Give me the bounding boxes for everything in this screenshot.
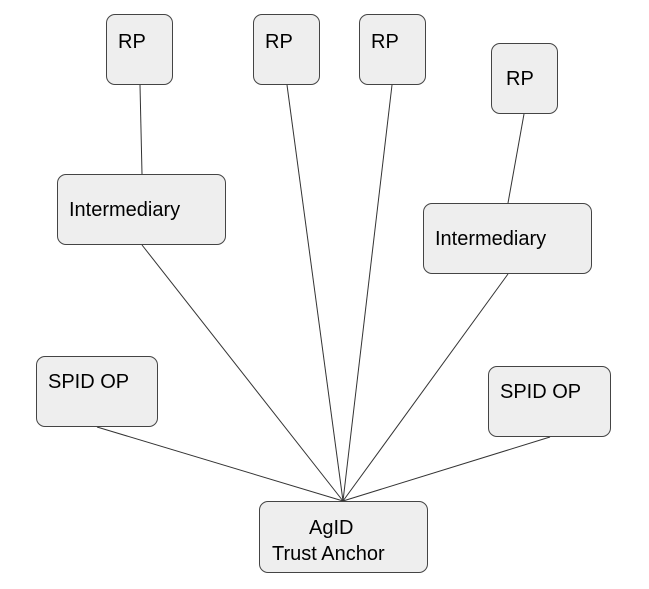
rp-node-3: RP <box>359 14 426 85</box>
trust-anchor-label-line2: Trust Anchor <box>272 543 385 565</box>
rp-node-4-label: RP <box>506 68 534 90</box>
edge-rp4-to-intermediary2 <box>507 113 525 204</box>
intermediary-node-2-label: Intermediary <box>435 228 547 250</box>
intermediary-node-1-label: Intermediary <box>69 199 181 221</box>
rp-node-2: RP <box>253 14 320 85</box>
spid-op-node-2: SPID OP <box>488 366 611 437</box>
edge-spid-op2-to-trust-anchor <box>342 436 551 502</box>
edge-rp3-to-trust-anchor <box>342 84 393 502</box>
edge-spid-op1-to-trust-anchor <box>96 426 344 502</box>
trust-anchor-node: AgID Trust Anchor <box>259 501 428 573</box>
rp-node-1: RP <box>106 14 173 85</box>
edge-rp2-to-trust-anchor <box>286 84 344 502</box>
edge-intermediary1-to-trust-anchor <box>141 244 344 502</box>
edge-intermediary2-to-trust-anchor <box>342 273 509 502</box>
spid-op-node-1: SPID OP <box>36 356 158 427</box>
intermediary-node-2: Intermediary <box>423 203 592 274</box>
trust-anchor-label-line1: AgID <box>309 517 354 539</box>
spid-op-node-1-label: SPID OP <box>48 371 130 393</box>
rp-node-4: RP <box>491 43 558 114</box>
intermediary-node-1: Intermediary <box>57 174 226 245</box>
rp-node-3-label: RP <box>371 31 399 53</box>
edge-rp1-to-intermediary1 <box>139 84 143 175</box>
rp-node-2-label: RP <box>265 31 293 53</box>
rp-node-1-label: RP <box>118 31 146 53</box>
spid-op-node-2-label: SPID OP <box>500 381 582 403</box>
